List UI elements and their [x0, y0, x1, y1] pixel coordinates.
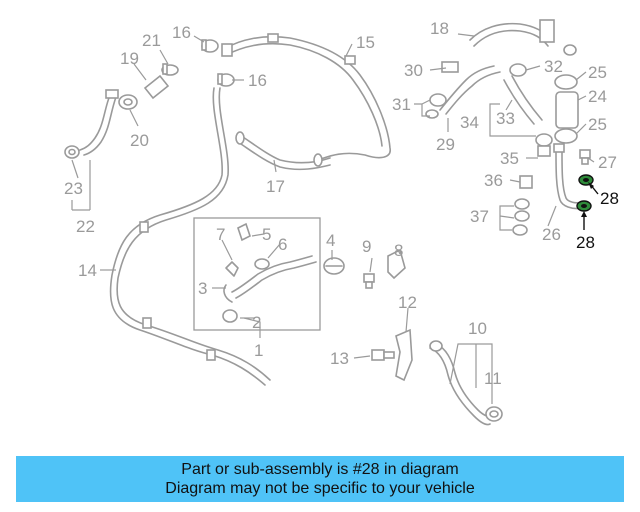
- callout-31: 31: [392, 95, 411, 114]
- callout-10: 10: [468, 319, 487, 338]
- callout-4: 4: [326, 231, 335, 250]
- callout-2: 2: [252, 313, 261, 332]
- leader-lines: [71, 33, 599, 404]
- part-15-hose: [221, 33, 391, 161]
- part-16-clamp-b: [217, 73, 235, 87]
- part-36-plug: [519, 175, 533, 189]
- part-17-hose: [235, 131, 331, 171]
- part-25-cap-b: [554, 128, 578, 144]
- part-24-filter: [555, 91, 579, 129]
- callout-9: 9: [362, 237, 371, 256]
- callout-1: 1: [254, 341, 263, 360]
- part-27-bolt: [579, 149, 591, 165]
- callout-7: 7: [216, 225, 225, 244]
- callout-19: 19: [120, 49, 139, 68]
- callout-17: 17: [266, 177, 285, 196]
- callout-30: 30: [404, 61, 423, 80]
- part-28-seal-upper: [578, 174, 594, 186]
- callout-28a: 28: [600, 189, 619, 208]
- callout-16b: 16: [248, 71, 267, 90]
- info-banner: Part or sub-assembly is #28 in diagram D…: [16, 456, 624, 502]
- part-19-hose: [143, 74, 170, 100]
- callout-25a: 25: [588, 63, 607, 82]
- part-21-clamp: [161, 63, 179, 76]
- callout-37: 37: [470, 207, 489, 226]
- part-22-pipe: [79, 89, 119, 156]
- part-28-seal-lower: [576, 200, 592, 212]
- part-1-assembly-box: [193, 217, 321, 331]
- callout-12: 12: [398, 293, 417, 312]
- part-16-clamp-a: [201, 39, 219, 53]
- callout-3: 3: [198, 279, 207, 298]
- callout-36: 36: [484, 171, 503, 190]
- callout-14: 14: [78, 261, 97, 280]
- part-9-bolt: [363, 273, 375, 289]
- part-32-clamp: [509, 63, 527, 77]
- banner-line-1: Part or sub-assembly is #28 in diagram: [181, 461, 459, 478]
- callout-6: 6: [278, 235, 287, 254]
- callout-5: 5: [262, 225, 271, 244]
- part-4-cap: [323, 257, 345, 275]
- part-18-pipe: [469, 19, 577, 56]
- part-14-hose: [109, 87, 271, 386]
- callout-34: 34: [460, 113, 479, 132]
- callout-32: 32: [544, 57, 563, 76]
- part-37-seals: [512, 198, 530, 236]
- callout-13: 13: [330, 349, 349, 368]
- callout-20: 20: [130, 131, 149, 150]
- part-20-clamp: [118, 94, 138, 110]
- callout-15: 15: [356, 33, 375, 52]
- part-13-bolt: [371, 349, 395, 361]
- part-35-fitting: [535, 133, 553, 157]
- callout-26: 26: [542, 225, 561, 244]
- callout-21: 21: [142, 31, 161, 50]
- callout-27: 27: [598, 153, 617, 172]
- part-23-seal: [64, 145, 80, 159]
- part-33-hose: [503, 75, 543, 125]
- callout-24: 24: [588, 87, 607, 106]
- part-29-pipe: [439, 65, 501, 115]
- banner-line-2: Diagram may not be specific to your vehi…: [165, 480, 475, 497]
- callout-18: 18: [430, 19, 449, 38]
- part-25-cap-a: [554, 74, 578, 90]
- callout-35: 35: [500, 149, 519, 168]
- part-30-fitting: [441, 61, 459, 73]
- callout-25b: 25: [588, 115, 607, 134]
- callout-11: 11: [484, 369, 502, 388]
- part-12-bracket: [395, 328, 413, 382]
- callout-29: 29: [436, 135, 455, 154]
- part-26-pipe: [553, 143, 583, 210]
- callout-22: 22: [76, 217, 95, 236]
- callout-28b: 28: [576, 233, 595, 252]
- callout-16a: 16: [172, 23, 191, 42]
- callout-33: 33: [496, 109, 515, 128]
- callout-8: 8: [394, 241, 403, 260]
- callout-23: 23: [64, 179, 83, 198]
- part-11-seal: [485, 406, 503, 422]
- parts-diagram: 1 2 3 4 5 6 7 8 9 10 11 12 13 14 15 16 1…: [64, 19, 619, 426]
